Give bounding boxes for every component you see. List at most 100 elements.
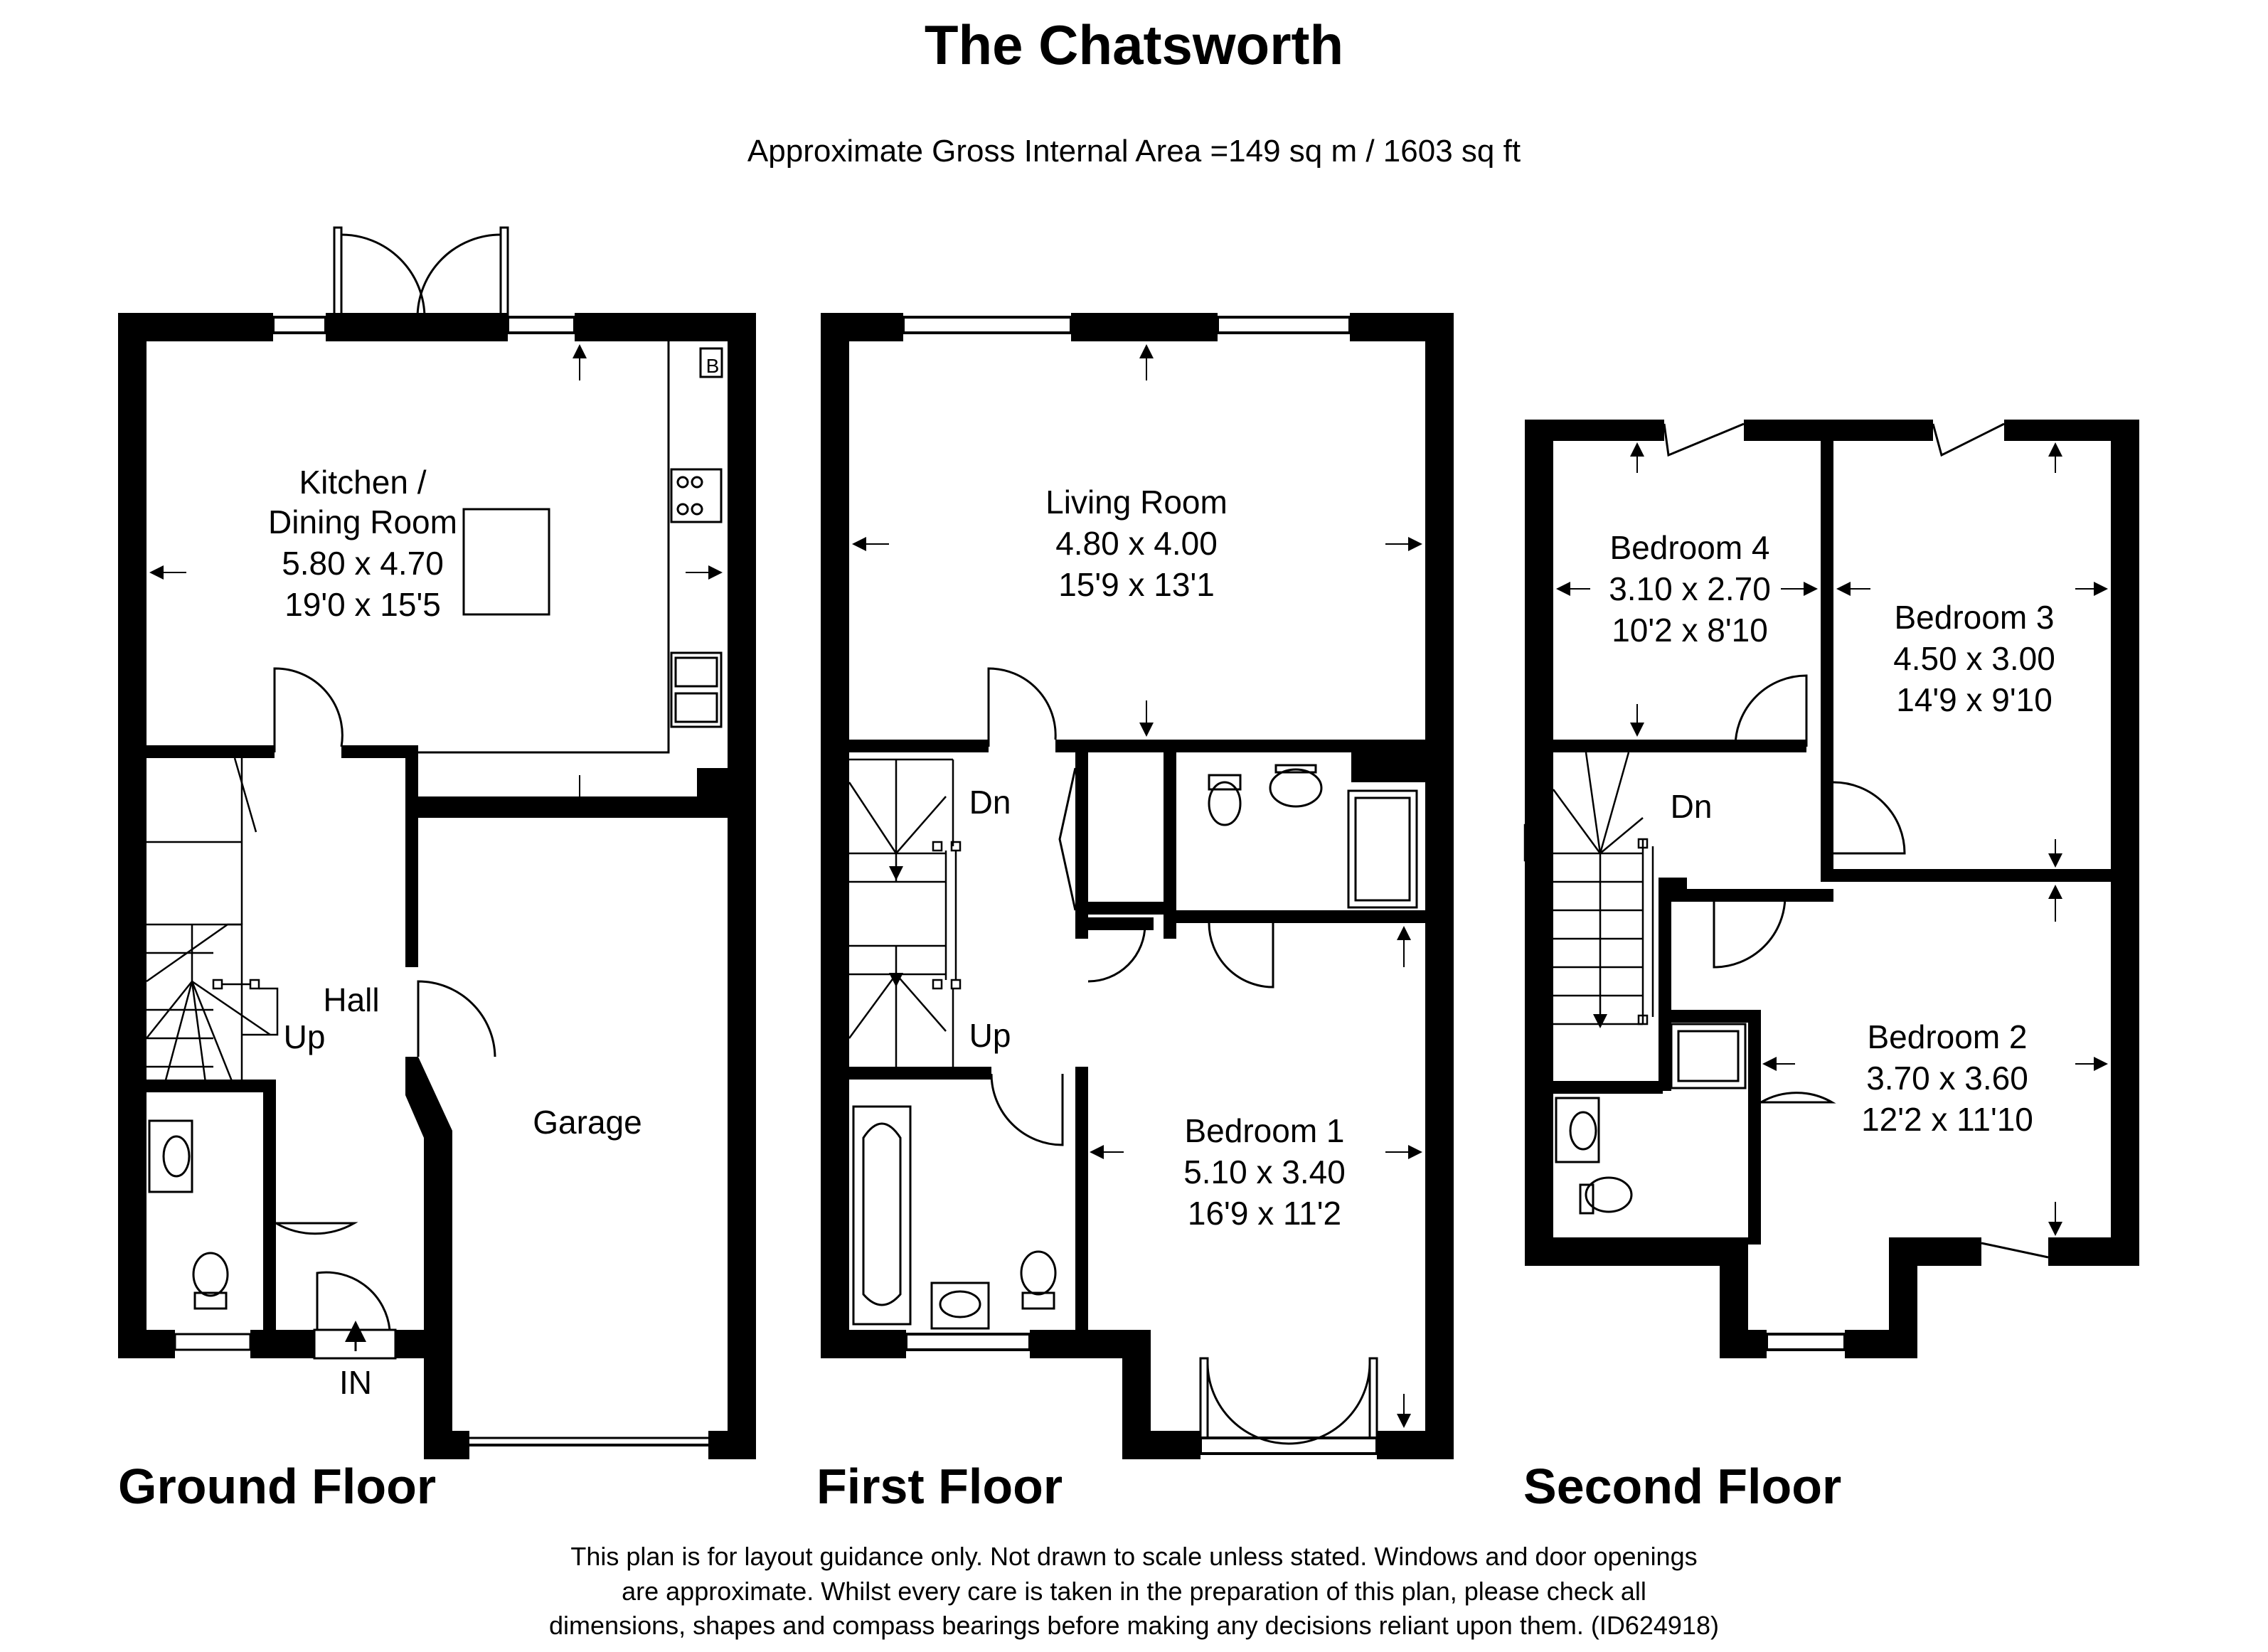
ground-stairs <box>146 757 279 1089</box>
room-labels: Kitchen / Dining Room 5.80 x 4.70 19'0 x… <box>268 464 2055 1401</box>
kitchen-name-1: Kitchen / <box>299 464 427 501</box>
first-floor-label: First Floor <box>816 1459 1063 1514</box>
kitchen-window-left <box>272 316 327 334</box>
bedroom2-skylight <box>1981 1242 2049 1259</box>
wc-east-wall-low <box>263 1220 276 1330</box>
ground-wall-south-3 <box>395 1330 424 1358</box>
hall-name: Hall <box>323 981 379 1018</box>
stair-east-wall <box>1659 878 1671 1091</box>
ensuite-south-wall <box>1176 910 1425 923</box>
bedroom3-south-wall <box>1833 869 2139 882</box>
disclaimer-line-3: dimensions, shapes and compass bearings … <box>549 1611 1719 1641</box>
bedroom1-window <box>1199 1437 1378 1455</box>
first-wall-north-1 <box>821 313 903 341</box>
garage-west-wall-top <box>405 818 418 967</box>
bathroom-east-wall <box>1075 1067 1088 1330</box>
ensuite-door <box>1208 922 1274 988</box>
bathroom-north-wall <box>849 1067 991 1080</box>
cupboard-south-wall <box>1075 902 1176 915</box>
ground-floor-label: Ground Floor <box>118 1459 437 1514</box>
garage-name: Garage <box>533 1104 641 1141</box>
entrance-label: IN <box>339 1364 372 1401</box>
bedroom1-name: Bedroom 1 <box>1184 1112 1344 1149</box>
cupboard-east-wall <box>1164 752 1176 939</box>
living-door <box>987 667 1057 747</box>
kitchen-door <box>273 667 344 752</box>
living-imperial: 15'9 x 13'1 <box>1058 566 1215 603</box>
living-south-wall-2 <box>1055 740 1425 752</box>
first-floor-plan <box>821 313 1454 1459</box>
ensuite-corner <box>1351 740 1425 782</box>
living-south-wall-1 <box>849 740 989 752</box>
first-wall-south-2 <box>1030 1330 1122 1358</box>
disclaimer-line-2: are approximate. Whilst every care is ta… <box>622 1576 1646 1606</box>
living-metric: 4.80 x 4.00 <box>1055 525 1218 562</box>
bathroom-window <box>905 1333 1031 1351</box>
bedroom3-name: Bedroom 3 <box>1894 599 2054 636</box>
garage-north-wall <box>405 796 728 818</box>
first-stairs <box>848 758 962 1075</box>
bedroom4-imperial: 10'2 x 8'10 <box>1612 612 1768 649</box>
bedroom1-metric: 5.10 x 3.40 <box>1183 1153 1346 1190</box>
bedroom4-door <box>1734 674 1808 747</box>
second-wall-south-3 <box>2048 1237 2139 1266</box>
bedroom2-name: Bedroom 2 <box>1867 1018 2027 1055</box>
kitchen-imperial: 19'0 x 15'5 <box>284 586 441 623</box>
cupboard-west-wall <box>1075 752 1088 939</box>
second-floor-label: Second Floor <box>1523 1459 1842 1514</box>
bedroom1-bay-south-r <box>1377 1431 1454 1459</box>
kitchen-south-wall-mid <box>341 745 418 758</box>
first-wall-west <box>821 313 849 1358</box>
second-bay-south-l <box>1720 1330 1767 1358</box>
ground-wall-garage-south-r <box>708 1431 756 1459</box>
bedroom2-metric: 3.70 x 3.60 <box>1866 1060 2028 1097</box>
living-window-left <box>902 316 1072 334</box>
bedroom3-metric: 4.50 x 3.00 <box>1893 640 2055 677</box>
kitchen-french-doors <box>333 226 509 329</box>
second-floor-plan <box>1523 420 2139 1358</box>
kitchen-units <box>418 341 723 754</box>
landing-south-wall <box>1671 889 1833 902</box>
bathroom-door <box>990 1073 1064 1146</box>
ensuite2-east-wall <box>1748 1010 1761 1245</box>
ground-floor-plan: B <box>118 226 756 1459</box>
second-stairs <box>1523 752 1654 1025</box>
ground-wall-garage-south-l <box>424 1431 469 1459</box>
kitchen-dimension-arrows <box>149 344 723 811</box>
bedroom1-bay-south-l <box>1122 1431 1200 1459</box>
second-bay-east <box>1889 1237 1917 1358</box>
kitchen-south-wall-left <box>147 745 275 758</box>
bathroom-fixtures <box>852 1105 1057 1330</box>
bedroom4-name: Bedroom 4 <box>1609 529 1769 566</box>
bedroom3-east-stub <box>2111 775 2139 882</box>
first-up-label: Up <box>969 1017 1011 1054</box>
second-wall-north-2 <box>1744 420 1933 441</box>
living-name: Living Room <box>1045 484 1228 521</box>
second-bay-south-r <box>1845 1330 1889 1358</box>
second-wall-west <box>1525 420 1553 1266</box>
bedroom2-imperial: 12'2 x 11'10 <box>1861 1101 2033 1138</box>
page-title: The Chatsworth <box>924 14 1344 76</box>
cupboard-doors <box>1058 767 1077 911</box>
kitchen-window-right <box>506 316 576 334</box>
bedroom1-imperial: 16'9 x 11'2 <box>1188 1195 1341 1232</box>
shower-north-wall <box>1659 1010 1761 1023</box>
bedroom2-door <box>1713 895 1787 969</box>
disclaimer: This plan is for layout guidance only. N… <box>0 1540 2268 1643</box>
wc-east-wall <box>263 1080 276 1229</box>
disclaimer-line-1: This plan is for layout guidance only. N… <box>570 1542 1698 1571</box>
first-dn-label: Dn <box>969 784 1011 821</box>
hall-east-wall-top <box>405 745 418 809</box>
wc-north-wall <box>147 1080 275 1092</box>
bedroom4-metric: 3.10 x 2.70 <box>1609 570 1771 607</box>
second-wall-south-2 <box>1917 1237 1981 1266</box>
ensuite2-door <box>1760 1092 1836 1104</box>
bedroom2-dimension-arrows <box>1762 885 2108 1236</box>
gross-area: Approximate Gross Internal Area =149 sq … <box>747 134 1521 169</box>
ground-wall-south-2 <box>250 1330 314 1358</box>
garage-west-wall-angled <box>405 1057 452 1330</box>
bedroom3-dimension-arrows <box>1836 442 2108 868</box>
second-wall-north-1 <box>1525 420 1664 441</box>
boiler-label: B <box>706 355 720 377</box>
